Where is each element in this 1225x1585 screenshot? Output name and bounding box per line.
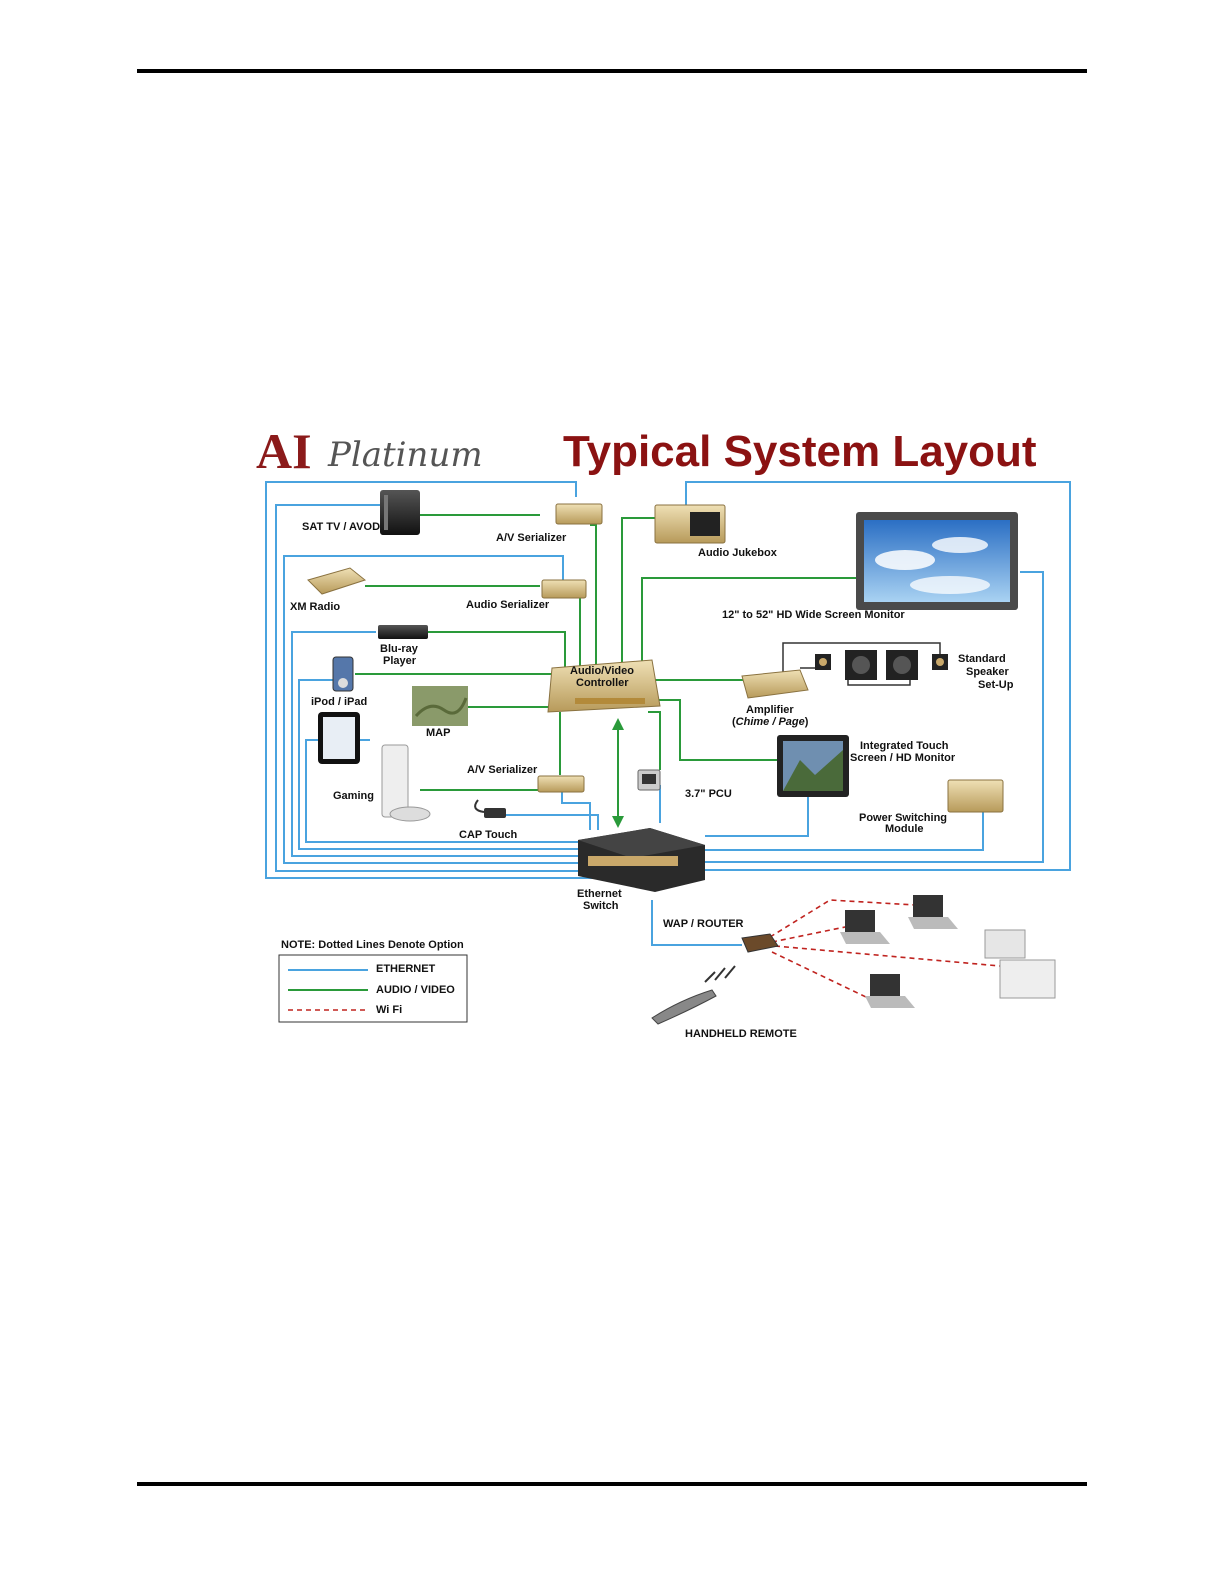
label-power-1: Power Switching: [859, 812, 947, 824]
brand-logo-ai: AI: [256, 423, 312, 479]
label-av-controller-1: Audio/Video: [570, 665, 634, 677]
av-serializer-top-device: [555, 503, 603, 525]
ethernet-lines: [265, 481, 1071, 946]
legend: NOTE: Dotted Lines Denote Option ETHERNE…: [278, 939, 468, 1023]
legend-wifi-label: Wi Fi: [376, 1004, 402, 1016]
bluray-player-device: [378, 625, 428, 639]
label-speaker-2: Speaker: [966, 666, 1010, 678]
label-gaming: Gaming: [333, 790, 374, 802]
audio-serializer-device: [541, 579, 587, 599]
pcu-device: [637, 769, 661, 791]
printer-device: [984, 929, 1056, 999]
diagram-title: Typical System Layout: [563, 427, 1037, 476]
label-speaker-3: Set-Up: [978, 679, 1014, 691]
audio-jukebox-device: [654, 504, 726, 544]
label-amplifier-sub: (Chime / Page): [732, 716, 809, 728]
speaker-large-1: [845, 650, 877, 680]
gaming-console-device: [381, 744, 431, 822]
label-sat-tv: SAT TV / AVOD: [302, 521, 380, 533]
label-bluray-1: Blu-ray: [380, 643, 419, 655]
label-ipod: iPod / iPad: [311, 696, 367, 708]
ethernet-switch-device: [578, 828, 705, 892]
hd-monitor-device: [856, 512, 1018, 610]
label-wap: WAP / ROUTER: [663, 918, 744, 930]
handheld-remote-device: [651, 965, 736, 1025]
bottom-rule: [137, 1482, 1087, 1486]
label-bluray-2: Player: [383, 655, 417, 667]
power-switching-device: [947, 779, 1004, 813]
touch-screen-device: [777, 735, 849, 797]
av-controller-device: [547, 659, 661, 713]
legend-ethernet-label: ETHERNET: [376, 963, 436, 975]
label-remote: HANDHELD REMOTE: [685, 1028, 797, 1040]
label-cap-touch: CAP Touch: [459, 829, 518, 841]
sat-tv-device: [380, 490, 420, 535]
label-xm-radio: XM Radio: [290, 601, 340, 613]
label-ethernet-2: Switch: [583, 900, 619, 912]
label-touch-2: Screen / HD Monitor: [850, 752, 956, 764]
label-power-2: Module: [885, 823, 924, 835]
legend-note: NOTE: Dotted Lines Denote Option: [281, 939, 464, 951]
xm-radio-device: [307, 567, 367, 595]
label-touch-1: Integrated Touch: [860, 740, 949, 752]
map-image: [412, 686, 468, 726]
audio-video-lines: [355, 514, 941, 828]
speaker-small-1: [815, 654, 831, 670]
label-audio-serializer: Audio Serializer: [466, 599, 550, 611]
brand-logo-platinum: Platinum: [327, 435, 483, 475]
wap-router-device: [741, 933, 779, 953]
label-speaker-1: Standard: [958, 653, 1006, 665]
ipod-device: [332, 656, 354, 692]
label-av-serializer-top: A/V Serializer: [496, 532, 567, 544]
label-ethernet-1: Ethernet: [577, 888, 622, 900]
laptop-2: [908, 895, 958, 929]
laptop-1: [840, 910, 890, 944]
label-audio-jukebox: Audio Jukebox: [698, 547, 778, 559]
label-amplifier: Amplifier: [746, 704, 794, 716]
cap-touch-device: [474, 799, 506, 818]
label-av-controller-2: Controller: [576, 677, 629, 689]
wifi-lines: [769, 899, 1001, 999]
label-pcu: 3.7" PCU: [685, 788, 732, 800]
amplifier-device: [741, 669, 809, 699]
label-map: MAP: [426, 727, 450, 739]
label-monitor: 12" to 52" HD Wide Screen Monitor: [722, 609, 905, 621]
av-serializer-bottom-device: [537, 775, 585, 793]
label-av-serializer-bottom: A/V Serializer: [467, 764, 538, 776]
speaker-large-2: [886, 650, 918, 680]
top-rule: [137, 69, 1087, 73]
ipad-device: [318, 712, 360, 764]
speaker-small-2: [932, 654, 948, 670]
legend-av-label: AUDIO / VIDEO: [376, 984, 455, 996]
laptop-3: [865, 974, 915, 1008]
